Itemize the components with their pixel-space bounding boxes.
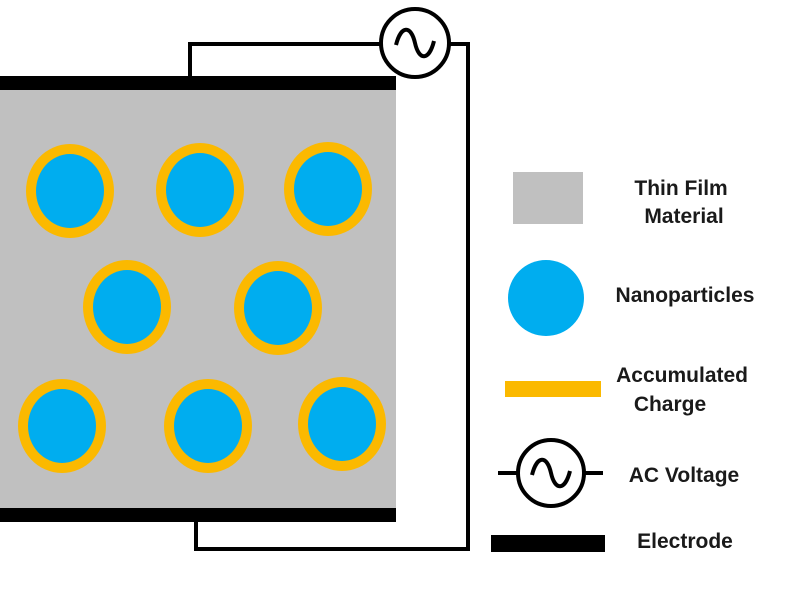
legend-thin-film-label: Thin Film Material — [634, 177, 733, 228]
circuit-wires — [188, 42, 470, 551]
nanoparticle — [18, 379, 106, 473]
top-wire — [188, 42, 380, 78]
top-electrode — [0, 76, 396, 90]
nanoparticle — [298, 377, 386, 471]
legend-electrode-swatch — [491, 535, 605, 552]
legend-electrode-label: Electrode — [637, 530, 733, 553]
nanoparticle-icon — [508, 260, 584, 336]
legend-accumulated-charge-label: Accumulated Charge — [616, 364, 754, 416]
legend-thin-film-swatch — [513, 172, 583, 224]
bottom-electrode — [0, 508, 396, 522]
nanoparticle — [26, 144, 114, 238]
legend-accumulated-charge-swatch — [505, 381, 601, 397]
nanoparticle — [156, 143, 244, 237]
nanoparticle — [234, 261, 322, 355]
legend-ac-voltage-label: AC Voltage — [629, 464, 739, 487]
nanoparticle — [164, 379, 252, 473]
legend-accumulated-charge-line1: Accumulated — [616, 364, 748, 387]
nanoparticle-array — [18, 142, 386, 473]
ac-source-icon — [379, 7, 451, 79]
nanoparticle — [284, 142, 372, 236]
legend-thin-film-line1: Thin Film — [634, 177, 727, 200]
legend-ac-voltage-icon — [498, 438, 603, 508]
legend-thin-film-line2: Material — [644, 205, 723, 228]
nanoparticle — [83, 260, 171, 354]
legend-accumulated-charge-line2: Charge — [634, 393, 706, 416]
legend: Thin Film Material Nanoparticles Accumul… — [491, 172, 754, 553]
legend-nanoparticles-label: Nanoparticles — [616, 284, 755, 307]
right-wire — [194, 42, 470, 551]
